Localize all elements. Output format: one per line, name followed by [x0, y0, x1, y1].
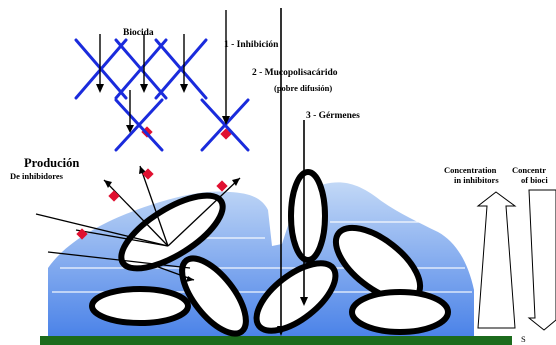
conc-biocide-line1: Concentr: [512, 166, 546, 175]
conc-inhibitors-line1: Concentration: [444, 166, 496, 175]
production-subtitle: De inhibidores: [10, 172, 63, 181]
conc-inhibitors-line2: in inhibitors: [454, 176, 499, 185]
germ-cell: [92, 289, 188, 323]
conc-inhibitors-arrow: [478, 192, 515, 328]
germ-cell: [352, 292, 448, 332]
step3-label: 3 - Gérmenes: [306, 112, 360, 122]
step1-label: 1 - Inhibición: [224, 41, 278, 51]
conc-biocide-line2: of bioci: [521, 176, 548, 185]
step2-label: 2 - Mucopolisacárido: [252, 69, 338, 79]
conc-biocide-arrow: [529, 190, 556, 330]
production-title: Produción: [24, 157, 79, 170]
biocide-label: Biocida: [123, 29, 154, 39]
cut-bottom-label: S: [521, 335, 526, 344]
substrate-base: [40, 336, 512, 345]
step2-note: (pobre difusión): [274, 84, 332, 93]
germ-cell: [291, 172, 325, 260]
biocide-arrows: [100, 10, 226, 128]
